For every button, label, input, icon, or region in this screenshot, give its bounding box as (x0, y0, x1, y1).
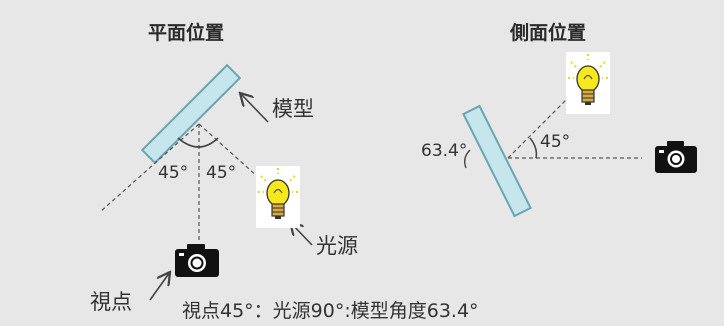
plan-viewpoint-arrow (149, 272, 170, 301)
side-tilt-angle-arc (463, 149, 471, 169)
plan-angle-left: 45° (158, 163, 189, 183)
side-view-title: 側面位置 (510, 22, 587, 44)
caption: 視点45°：光源90°:模型角度63.4° (182, 300, 479, 322)
plan-dashed-lines (99, 123, 279, 240)
plan-light-bulb-icon (256, 166, 300, 228)
side-model-plate (462, 104, 532, 218)
side-camera-icon (655, 141, 697, 173)
plan-model-plate (140, 63, 242, 165)
viewpoint-label: 視点 (90, 290, 132, 314)
plan-model-arrow (240, 93, 269, 123)
plan-camera-icon (175, 244, 219, 277)
side-light-angle-arc (529, 137, 538, 159)
side-light-bulb-icon (566, 52, 610, 114)
plan-angle-right: 45° (206, 163, 237, 183)
plan-angle-arc (177, 137, 219, 148)
side-angle-light: 45° (540, 132, 571, 152)
side-angle-tilt: 63.4° (421, 141, 468, 161)
light-label: 光源 (316, 234, 358, 258)
side-dashed-lines (507, 87, 642, 159)
model-label: 模型 (272, 97, 314, 121)
plan-view-title: 平面位置 (148, 22, 225, 44)
